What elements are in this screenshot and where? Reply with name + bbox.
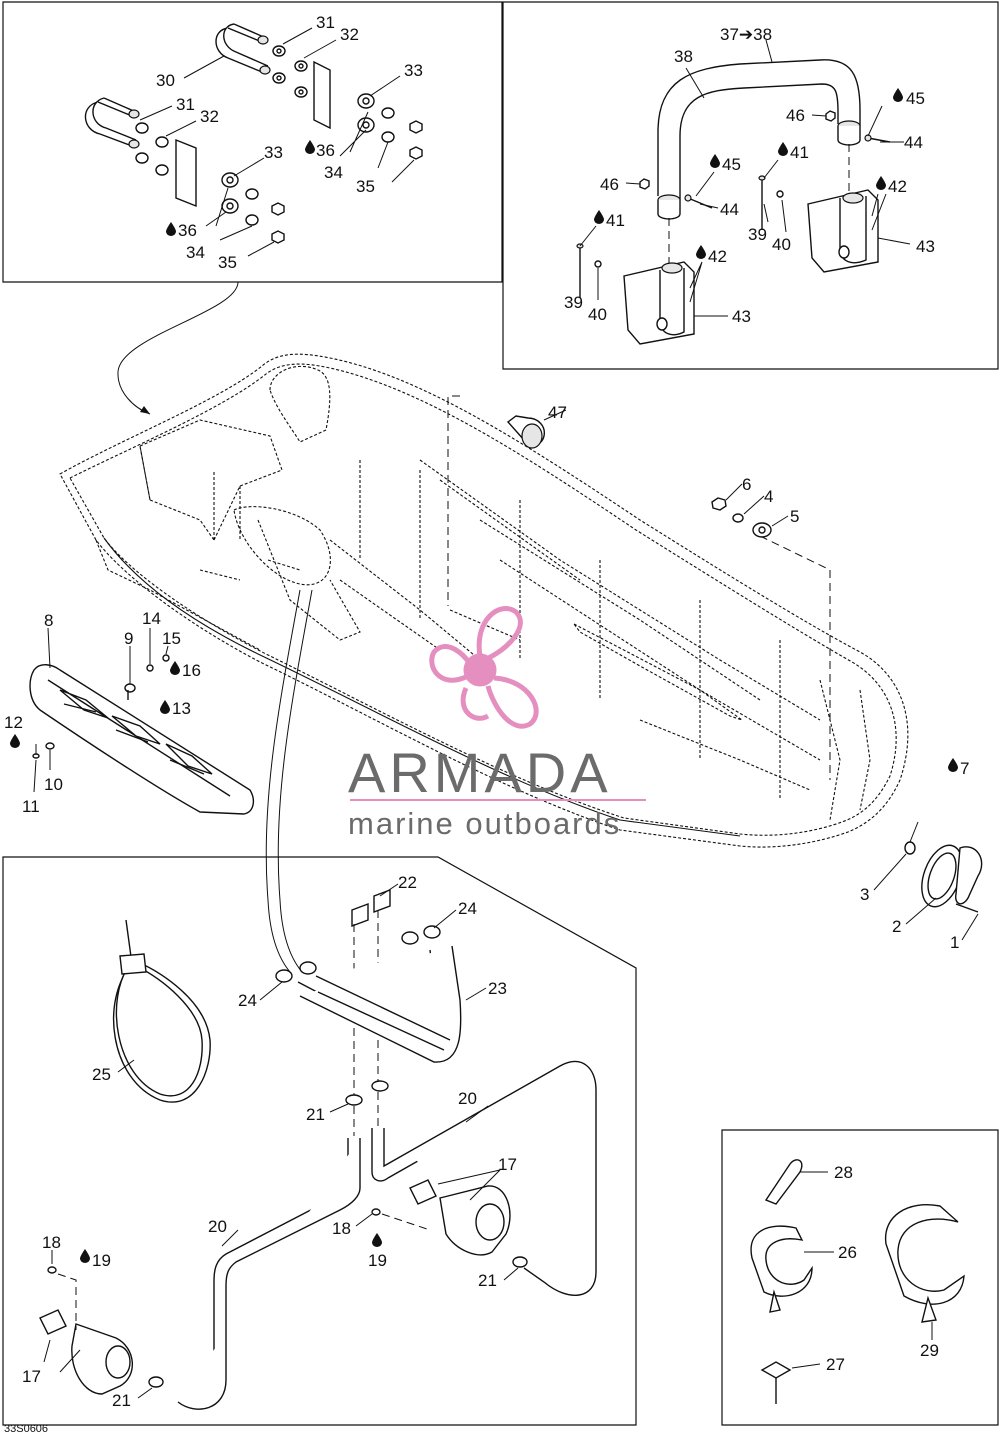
callout-11: 11 xyxy=(22,797,40,816)
inset-frame-drain xyxy=(2,856,637,1426)
callout-21: 21 xyxy=(112,1391,131,1410)
armada-logo-icon xyxy=(429,606,539,729)
bilge-hoses xyxy=(39,883,597,1410)
drawing-code: 33S0606 xyxy=(4,1423,48,1435)
callout-41: 41 xyxy=(790,143,809,162)
callout-5: 5 xyxy=(790,507,799,526)
callout-2: 2 xyxy=(892,917,901,936)
hull xyxy=(59,353,909,973)
handle-assembly xyxy=(576,39,911,345)
callout-21: 21 xyxy=(306,1105,325,1124)
callout-36: 36 xyxy=(178,221,197,240)
callout-16: 16 xyxy=(182,661,201,680)
callout-43: 43 xyxy=(916,237,935,256)
callout-10: 10 xyxy=(44,775,63,794)
callout-17: 17 xyxy=(22,1367,41,1386)
rear-step-hardware xyxy=(84,23,423,415)
callout-31: 31 xyxy=(316,13,335,32)
callout-44: 44 xyxy=(720,200,739,219)
callout-9: 9 xyxy=(124,629,133,648)
callout-38: 38 xyxy=(674,47,693,66)
callout-19: 19 xyxy=(368,1251,387,1270)
callout-42: 42 xyxy=(708,247,727,266)
inset-frame-rear-steps xyxy=(2,1,503,283)
callout-13: 13 xyxy=(172,699,191,718)
callout-37-38: 37➔38 xyxy=(720,25,772,44)
callout-41: 41 xyxy=(606,211,625,230)
callout-1: 1 xyxy=(950,933,959,952)
callout-27: 27 xyxy=(826,1355,845,1374)
callout-14: 14 xyxy=(142,609,161,628)
callout-6: 6 xyxy=(742,475,751,494)
callout-39: 39 xyxy=(564,293,583,312)
callout-20: 20 xyxy=(208,1217,227,1236)
callout-33: 33 xyxy=(264,143,283,162)
callout-35: 35 xyxy=(356,177,375,196)
callout-labels: 31 32 30 33 31 32 36 34 35 33 36 34 35 3… xyxy=(4,13,969,1435)
callout-31: 31 xyxy=(176,95,195,114)
callout-29: 29 xyxy=(920,1341,939,1360)
callout-20: 20 xyxy=(458,1089,477,1108)
callout-8: 8 xyxy=(44,611,53,630)
callout-15: 15 xyxy=(162,629,181,648)
callout-45: 45 xyxy=(906,89,925,108)
callout-47: 47 xyxy=(548,403,567,422)
callout-28: 28 xyxy=(834,1163,853,1182)
callout-18: 18 xyxy=(332,1219,351,1238)
callout-45: 45 xyxy=(722,155,741,174)
reboarding-step xyxy=(29,627,255,815)
callout-39: 39 xyxy=(748,225,767,244)
callout-46: 46 xyxy=(600,175,619,194)
callout-36: 36 xyxy=(316,141,335,160)
callout-7: 7 xyxy=(960,759,969,778)
callout-32: 32 xyxy=(340,25,359,44)
callout-34: 34 xyxy=(186,243,205,262)
callout-40: 40 xyxy=(772,235,791,254)
callout-23: 23 xyxy=(488,979,507,998)
callout-44: 44 xyxy=(904,133,923,152)
drain-plug-front xyxy=(873,821,983,941)
callout-17: 17 xyxy=(498,1155,517,1174)
callout-24: 24 xyxy=(238,991,257,1010)
callout-19: 19 xyxy=(92,1251,111,1270)
callout-26: 26 xyxy=(838,1243,857,1262)
callout-33: 33 xyxy=(404,61,423,80)
callout-3: 3 xyxy=(860,885,869,904)
callout-24: 24 xyxy=(458,899,477,918)
callout-22: 22 xyxy=(398,873,417,892)
callout-35: 35 xyxy=(218,253,237,272)
hull-fittings xyxy=(506,409,789,538)
watermark-tagline: marine outboards xyxy=(348,806,621,841)
watermark-brand: ARMADA xyxy=(348,741,612,804)
callout-30: 30 xyxy=(156,71,175,90)
callout-18: 18 xyxy=(42,1233,61,1252)
callout-12: 12 xyxy=(4,713,23,732)
callout-46: 46 xyxy=(786,106,805,125)
callout-40: 40 xyxy=(588,305,607,324)
inset-frame-clamps xyxy=(721,1129,999,1426)
callout-34: 34 xyxy=(324,163,343,182)
armada-watermark: ARMADA marine outboards xyxy=(348,606,646,841)
callout-4: 4 xyxy=(764,487,773,506)
callout-21: 21 xyxy=(478,1271,497,1290)
callout-25: 25 xyxy=(92,1065,111,1084)
callout-43: 43 xyxy=(732,307,751,326)
clamp-hardware xyxy=(750,1159,965,1404)
callout-32: 32 xyxy=(200,107,219,126)
inset-frame-handle xyxy=(502,1,999,370)
callout-42: 42 xyxy=(888,177,907,196)
